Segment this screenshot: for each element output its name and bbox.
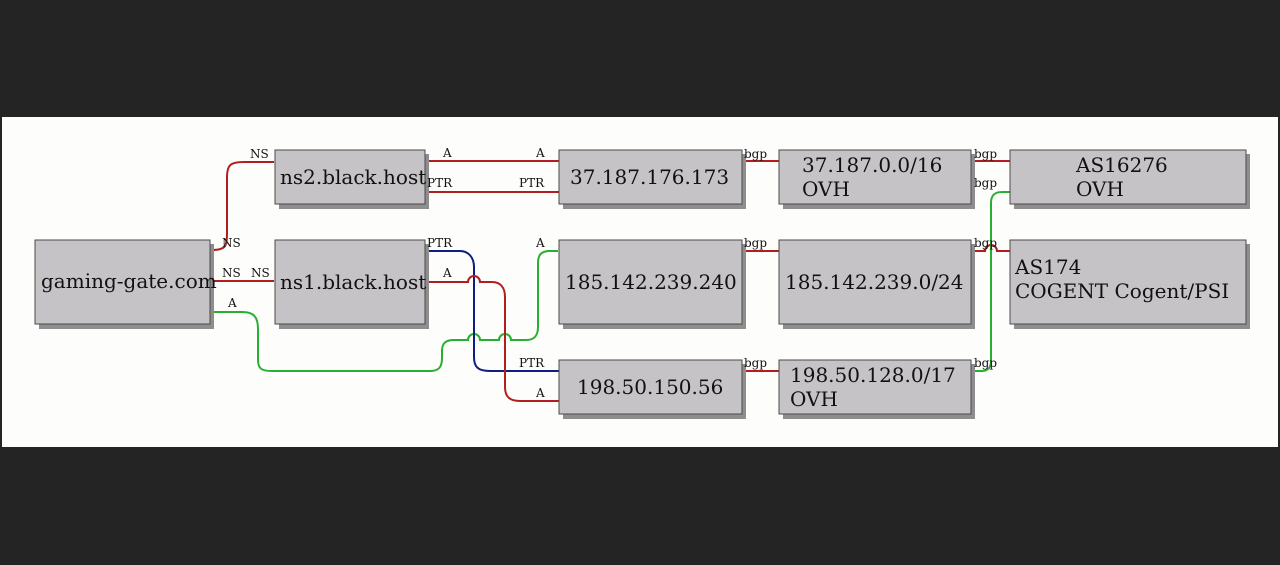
node-as2[interactable]: AS174 COGENT Cogent/PSI: [1009, 239, 1250, 329]
edge-label-domain-ip2-end: A: [535, 236, 545, 250]
edge-labels: NS NS NS NS A A A A PTR PTR PTR PTR A A …: [222, 146, 997, 400]
node-net3-line-2: OVH: [790, 387, 838, 411]
node-ip1-line-1: 37.187.176.173: [570, 165, 729, 189]
node-ip2-line-1: 185.142.239.240: [565, 270, 737, 294]
edge-net3-as1: [973, 191, 1010, 372]
edge-label-ip3-net3: bgp: [744, 356, 767, 370]
edge-label-ns2-ip1-a-start: A: [442, 146, 452, 160]
edge-label-domain-ns2-start: NS: [222, 236, 241, 250]
node-domain[interactable]: gaming-gate.com: [34, 239, 217, 329]
node-net3-line-1: 198.50.128.0/17: [790, 363, 956, 387]
edge-label-ns1-ip3-ptr-start: PTR: [427, 236, 453, 250]
node-as2-line-2: COGENT Cogent/PSI: [1015, 279, 1229, 303]
node-net1-line-1: 37.187.0.0/16: [802, 153, 942, 177]
edge-label-domain-ns1-end: NS: [251, 266, 270, 280]
edge-label-domain-ns1-start: NS: [222, 266, 241, 280]
node-as1-line-1: AS16276: [1075, 153, 1168, 177]
edge-label-ns1-ip3-a-start: A: [442, 266, 452, 280]
node-ns1[interactable]: ns1.black.host: [274, 239, 429, 329]
node-as1-line-2: OVH: [1076, 177, 1124, 201]
dns-graph: gaming-gate.com ns2.black.host ns1.black…: [34, 146, 1250, 419]
node-ip1[interactable]: 37.187.176.173: [558, 149, 746, 209]
edge-label-ns2-ip1-ptr-end: PTR: [519, 176, 545, 190]
edge-label-ns2-ip1-a-end: A: [535, 146, 545, 160]
node-ns2-line-1: ns2.black.host: [280, 165, 426, 189]
node-net2[interactable]: 185.142.239.0/24: [778, 239, 975, 329]
edge-label-domain-ns2-end: NS: [250, 147, 269, 161]
node-ip2[interactable]: 185.142.239.240: [558, 239, 746, 329]
edge-label-ip2-net2: bgp: [744, 236, 767, 250]
edge-label-ip1-net1: bgp: [744, 147, 767, 161]
diagram-canvas: gaming-gate.com ns2.black.host ns1.black…: [2, 117, 1278, 447]
edge-label-ns1-ip3-ptr-end: PTR: [519, 356, 545, 370]
edge-label-ns2-ip1-ptr-start: PTR: [427, 176, 453, 190]
edge-label-domain-ip2-start: A: [227, 296, 237, 310]
node-ns1-line-1: ns1.black.host: [280, 270, 426, 294]
edge-label-net3-as1-start: bgp: [974, 356, 997, 370]
edge-domain-ns2: [211, 161, 274, 251]
node-as1[interactable]: AS16276 OVH: [1009, 149, 1250, 209]
edge-label-net1-as1: bgp: [974, 147, 997, 161]
node-ip3[interactable]: 198.50.150.56: [558, 359, 746, 419]
edge-label-net3-as1-end: bgp: [974, 176, 997, 190]
nodes: gaming-gate.com ns2.black.host ns1.black…: [34, 149, 1250, 419]
edge-domain-ip2: [212, 250, 558, 372]
node-net2-line-1: 185.142.239.0/24: [785, 270, 964, 294]
edge-label-ns1-ip3-a-end: A: [535, 386, 545, 400]
node-net3[interactable]: 198.50.128.0/17 OVH: [778, 359, 975, 419]
node-ip3-line-1: 198.50.150.56: [577, 375, 723, 399]
edge-label-net2-as2: bgp: [974, 236, 997, 250]
node-as2-line-1: AS174: [1014, 255, 1081, 279]
node-net1[interactable]: 37.187.0.0/16 OVH: [778, 149, 975, 209]
node-domain-line-1: gaming-gate.com: [41, 269, 217, 293]
node-ns2[interactable]: ns2.black.host: [274, 149, 429, 209]
edge-ns1-ip3-ptr: [427, 250, 559, 372]
edge-ns1-ip3-a: [427, 275, 559, 402]
edges: [211, 160, 1010, 402]
node-net1-line-2: OVH: [802, 177, 850, 201]
